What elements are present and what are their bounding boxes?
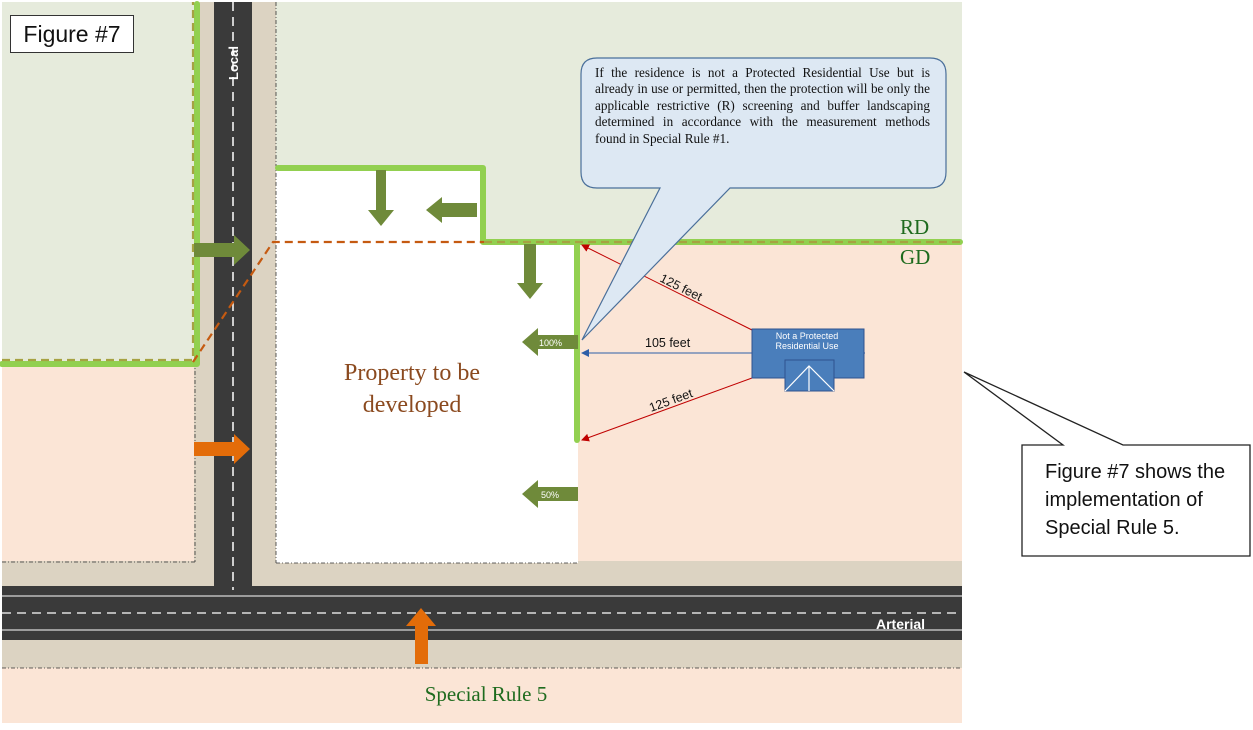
- arrow-down-corner: [517, 244, 543, 299]
- callout-bubble: [580, 57, 947, 341]
- arterial-shoulder-bottom: [2, 640, 962, 668]
- residence-label-line1: Not a Protected: [776, 331, 839, 341]
- gd-zone-right: [578, 242, 962, 562]
- special-rule-label: Special Rule 5: [424, 682, 548, 706]
- arrow-left-top: [426, 197, 477, 223]
- measure-line-upper: [581, 244, 753, 331]
- arrow-local-rd: [194, 235, 250, 265]
- callout-text: If the residence is not a Protected Resi…: [595, 65, 930, 146]
- arrow-left-100: [522, 328, 578, 356]
- measure-line-lower: [581, 377, 753, 442]
- gd-zone-left: [2, 364, 198, 562]
- parcel-outlines: [2, 2, 962, 669]
- arrow-down-top: [368, 170, 394, 226]
- note-text: Figure #7 shows the implementation of Sp…: [1045, 461, 1226, 539]
- zone-label-gd: GD: [900, 245, 930, 269]
- note-box: [963, 371, 1251, 557]
- figure-label: Figure #7: [10, 15, 134, 53]
- arrow-local-gd: [194, 434, 250, 464]
- measure-label-middle: 105 feet: [645, 336, 691, 350]
- residence-building: [751, 328, 865, 392]
- road-label-local: Local: [226, 46, 241, 80]
- arterial-shoulder-top: [2, 561, 962, 589]
- zone-label-rd: RD: [900, 215, 929, 239]
- buffer-label-50: 50%: [541, 490, 559, 500]
- green-buffer-arrows: [194, 170, 578, 508]
- property-parcel: [276, 168, 578, 563]
- arrow-left-50: [522, 480, 578, 508]
- zone-boundary: [2, 2, 962, 363]
- arrow-arterial-up: [406, 608, 436, 664]
- residence-label-line2: Residential Use: [775, 341, 838, 351]
- property-label: Property to be developed: [344, 360, 480, 418]
- orange-arrows: [194, 434, 436, 664]
- gd-zone-bottom: [2, 668, 962, 723]
- road-label-arterial: Arterial: [876, 616, 925, 632]
- buffer-label-100: 100%: [539, 338, 562, 348]
- rd-zone-left: [2, 2, 198, 364]
